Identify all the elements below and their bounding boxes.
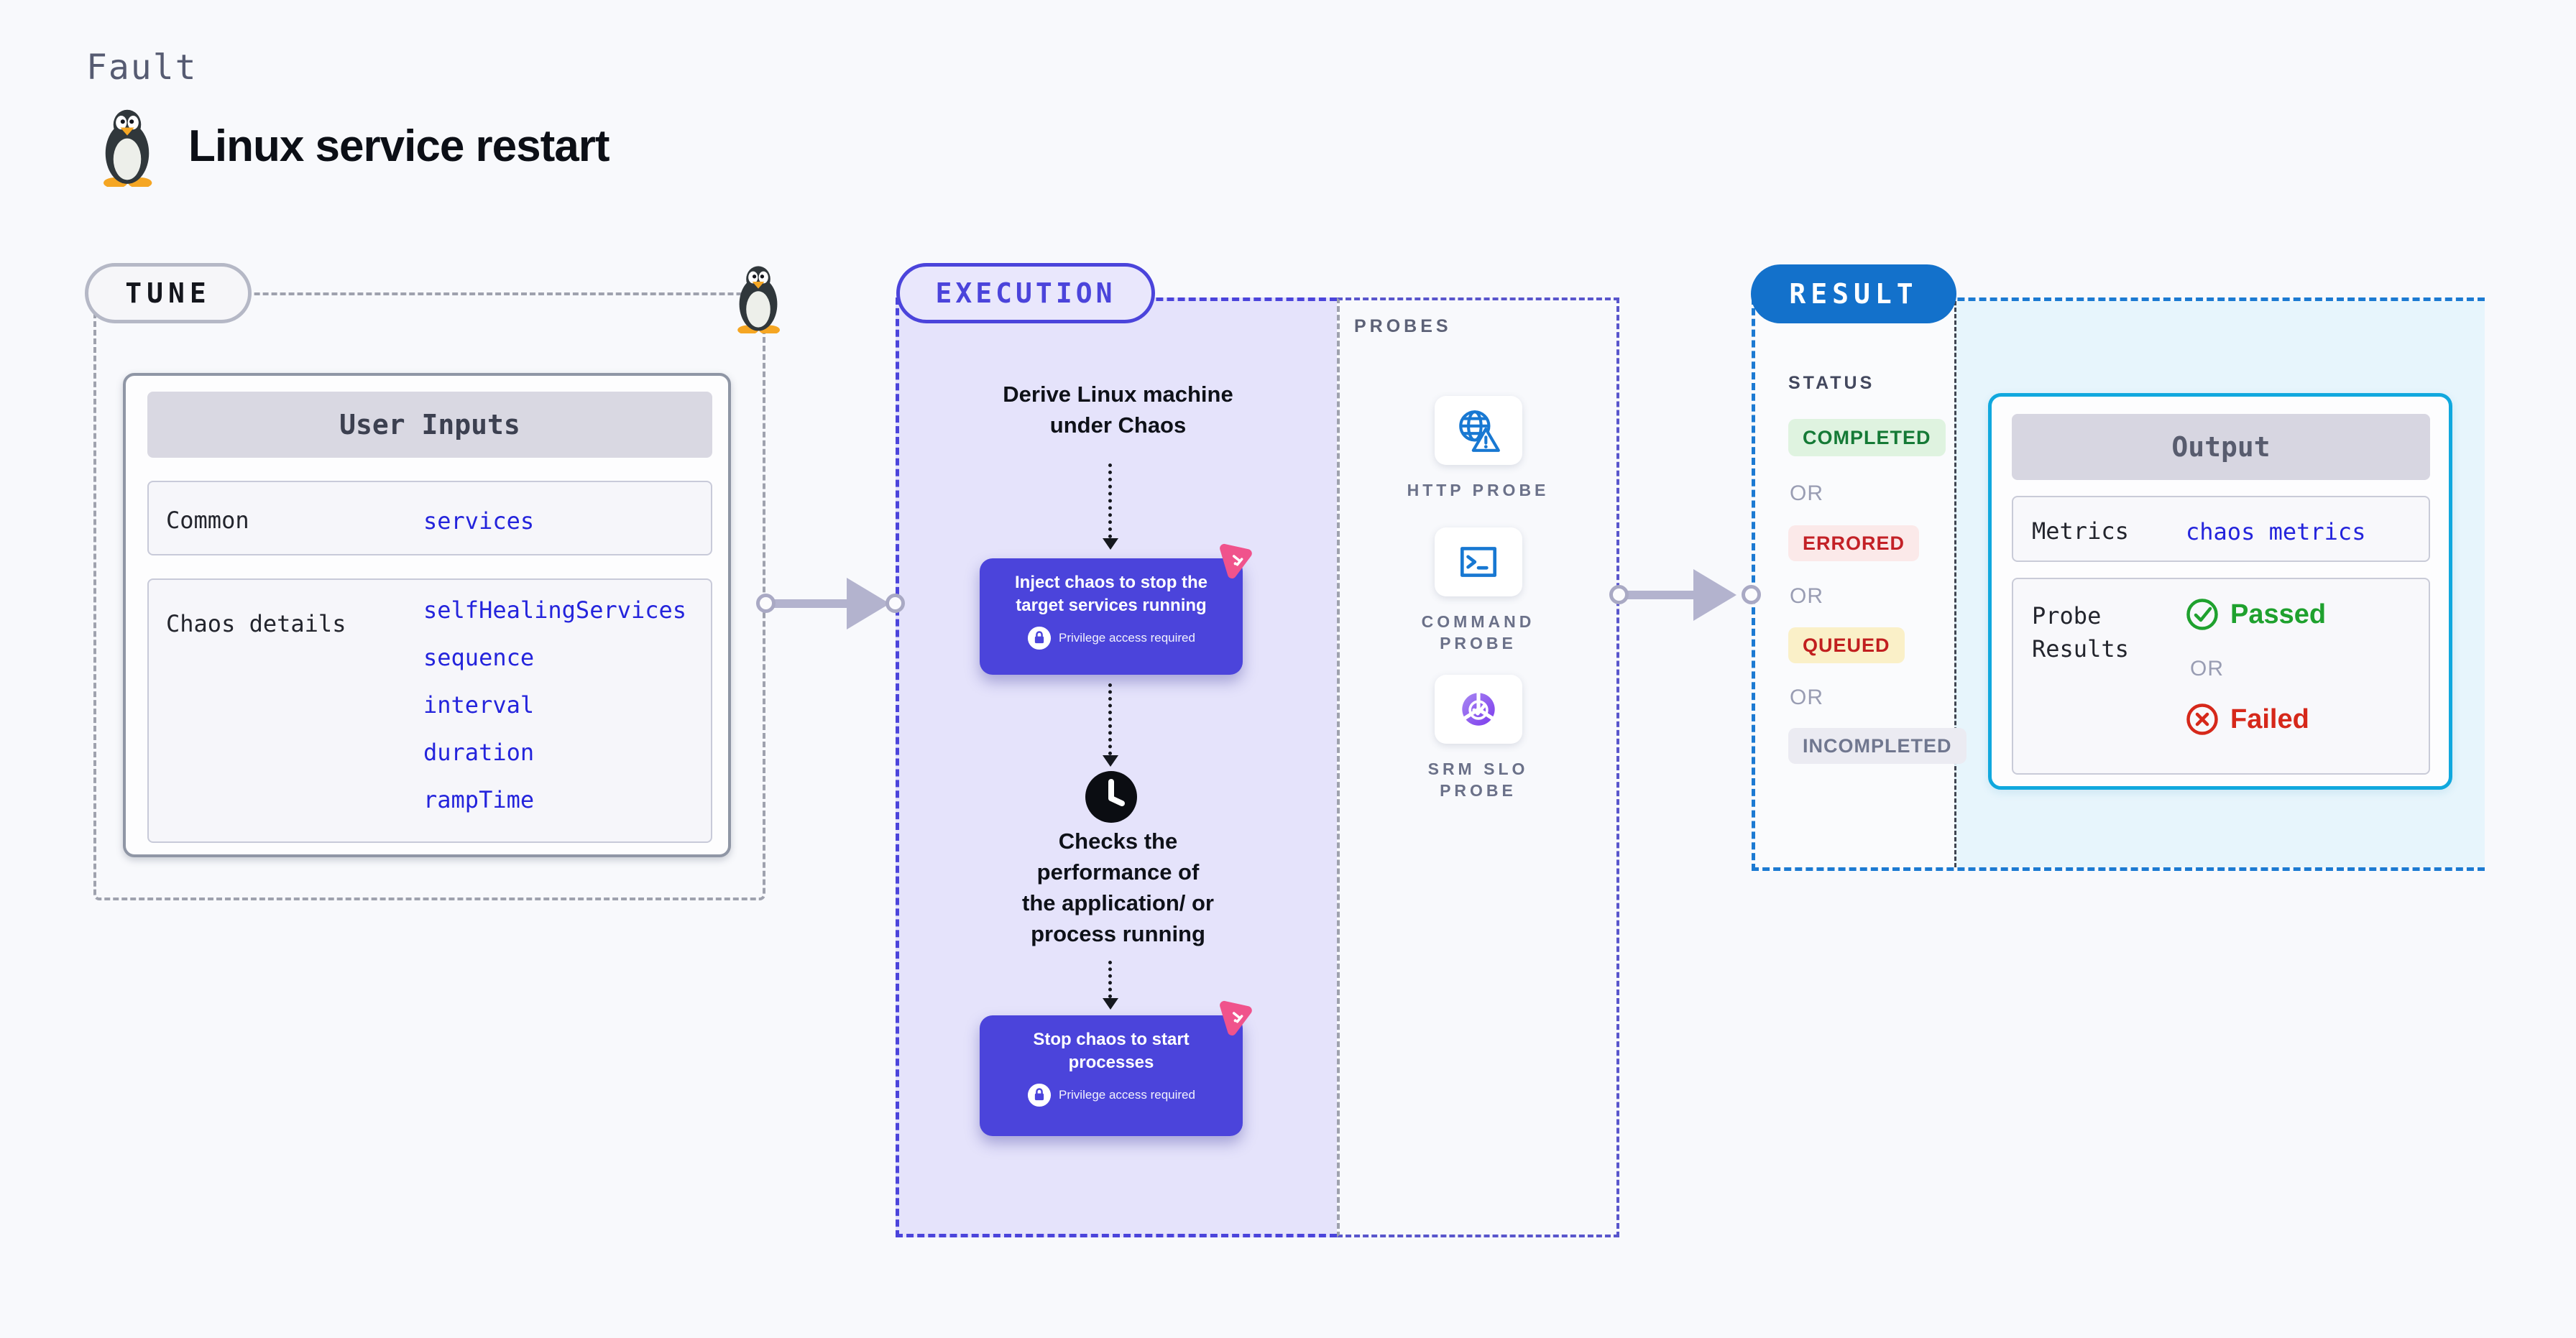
- x-circle-icon: [2186, 703, 2218, 735]
- probe-label: SRM SLO PROBE: [1427, 760, 1529, 800]
- probe-card: [1434, 675, 1522, 744]
- passed-line: Passed: [2186, 598, 2326, 631]
- tux-penguin-icon: [737, 266, 780, 333]
- chaos-burst-icon: [1220, 543, 1252, 579]
- chaos-burst-icon: [1220, 1000, 1252, 1036]
- input-value: selfHealingServices: [423, 596, 687, 624]
- lock-icon: [1027, 626, 1052, 650]
- input-row-label: Chaos details: [166, 610, 346, 637]
- status-title: STATUS: [1788, 373, 1875, 393]
- execution-section: Derive Linux machine under Chaos Inject …: [896, 297, 1337, 1237]
- failed-line: Failed: [2186, 703, 2309, 736]
- or-label: OR: [2190, 657, 2224, 680]
- probe-results-row: Probe Results Passed OR: [2012, 578, 2430, 775]
- or-label: OR: [1790, 584, 1823, 608]
- status-badge-queued: QUEUED: [1788, 627, 1905, 663]
- probe-card: [1434, 396, 1522, 465]
- card-title: Inject chaos to stop the target services…: [1014, 573, 1208, 615]
- privilege-row: Privilege access required: [980, 626, 1243, 650]
- arrowhead-icon: [847, 578, 890, 629]
- probe-results-label: Probe Results: [2032, 602, 2129, 663]
- input-value: sequence: [423, 644, 535, 671]
- probe-label: HTTP PROBE: [1407, 481, 1550, 499]
- connector-arrow: [772, 599, 851, 608]
- probe-command: COMMAND PROBE: [1340, 527, 1616, 654]
- or-label: OR: [1790, 686, 1823, 709]
- passed-label: Passed: [2230, 599, 2327, 629]
- probe-results-values: Passed OR Failed: [2186, 598, 2326, 736]
- privilege-row: Privilege access required: [980, 1083, 1243, 1107]
- input-value: services: [423, 507, 535, 535]
- dotted-arrow-icon: [1102, 683, 1118, 767]
- metrics-label: Metrics: [2032, 517, 2129, 545]
- connector-node: [756, 594, 776, 613]
- execution-step-derive: Derive Linux machine under Chaos: [1003, 382, 1233, 438]
- connector-node: [1609, 585, 1629, 604]
- probe-srm-slo: SRM SLO PROBE: [1340, 675, 1616, 801]
- result-section: STATUS COMPLETED OR ERRORED OR QUEUED OR…: [1752, 297, 2485, 871]
- privilege-label: Privilege access required: [1059, 1088, 1195, 1102]
- metrics-value: chaos metrics: [2186, 518, 2366, 545]
- terminal-icon: [1460, 547, 1496, 577]
- dotted-arrow-icon: [1102, 961, 1118, 1010]
- result-pill: RESULT: [1751, 264, 1956, 323]
- inject-chaos-card: Inject chaos to stop the target services…: [980, 543, 1252, 675]
- page-title: Linux service restart: [188, 121, 610, 171]
- privilege-label: Privilege access required: [1059, 631, 1195, 645]
- globe-alert-icon: [1458, 410, 1500, 452]
- input-value: interval: [423, 691, 535, 719]
- status-badge-incompleted: INCOMPLETED: [1788, 728, 1966, 764]
- input-value: rampTime: [423, 786, 535, 813]
- probes-title: PROBES: [1354, 316, 1452, 336]
- arrowhead-icon: [1693, 569, 1736, 621]
- user-inputs-header: User Inputs: [147, 392, 712, 458]
- output-header: Output: [2012, 414, 2430, 480]
- or-label: OR: [1790, 481, 1823, 505]
- tux-penguin-icon: [104, 109, 152, 187]
- connector-node: [886, 594, 905, 613]
- execution-step-checks: Checks the performance of the applicatio…: [1022, 829, 1214, 946]
- stop-chaos-card: Stop chaos to start processes Privilege …: [980, 1000, 1252, 1136]
- fault-kicker: Fault: [86, 47, 198, 88]
- input-row-chaos-details: Chaos details selfHealingServices sequen…: [147, 578, 712, 843]
- status-badge-completed: COMPLETED: [1788, 419, 1946, 456]
- probe-http: HTTP PROBE: [1340, 396, 1616, 501]
- connector-node: [1742, 585, 1761, 604]
- chaos-detail-values: selfHealingServices sequence interval du…: [423, 596, 686, 814]
- clock-icon: [1085, 771, 1137, 823]
- metrics-row: Metrics chaos metrics: [2012, 496, 2430, 562]
- probes-section: PROBES HTTP PROBE: [1337, 297, 1619, 1237]
- failed-label: Failed: [2230, 703, 2309, 734]
- user-inputs-card: User Inputs Common services Chaos detail…: [123, 373, 731, 857]
- status-badge-errored: ERRORED: [1788, 525, 1920, 561]
- input-value: duration: [423, 739, 535, 766]
- output-card: Output Metrics chaos metrics Probe Resul…: [1988, 393, 2452, 790]
- execution-pill: EXECUTION: [896, 263, 1155, 323]
- dotted-arrow-icon: [1102, 463, 1118, 550]
- connector-arrow: [1625, 591, 1700, 599]
- input-row-label: Common: [166, 507, 249, 534]
- tune-pill: TUNE: [85, 263, 252, 323]
- input-row-common: Common services: [147, 481, 712, 555]
- probe-label: COMMAND PROBE: [1421, 612, 1535, 652]
- probe-card: [1434, 527, 1522, 596]
- check-circle-icon: [2186, 599, 2218, 630]
- card-title: Stop chaos to start processes: [1033, 1030, 1190, 1072]
- lock-icon: [1027, 1083, 1052, 1107]
- slo-donut-icon: [1461, 691, 1495, 726]
